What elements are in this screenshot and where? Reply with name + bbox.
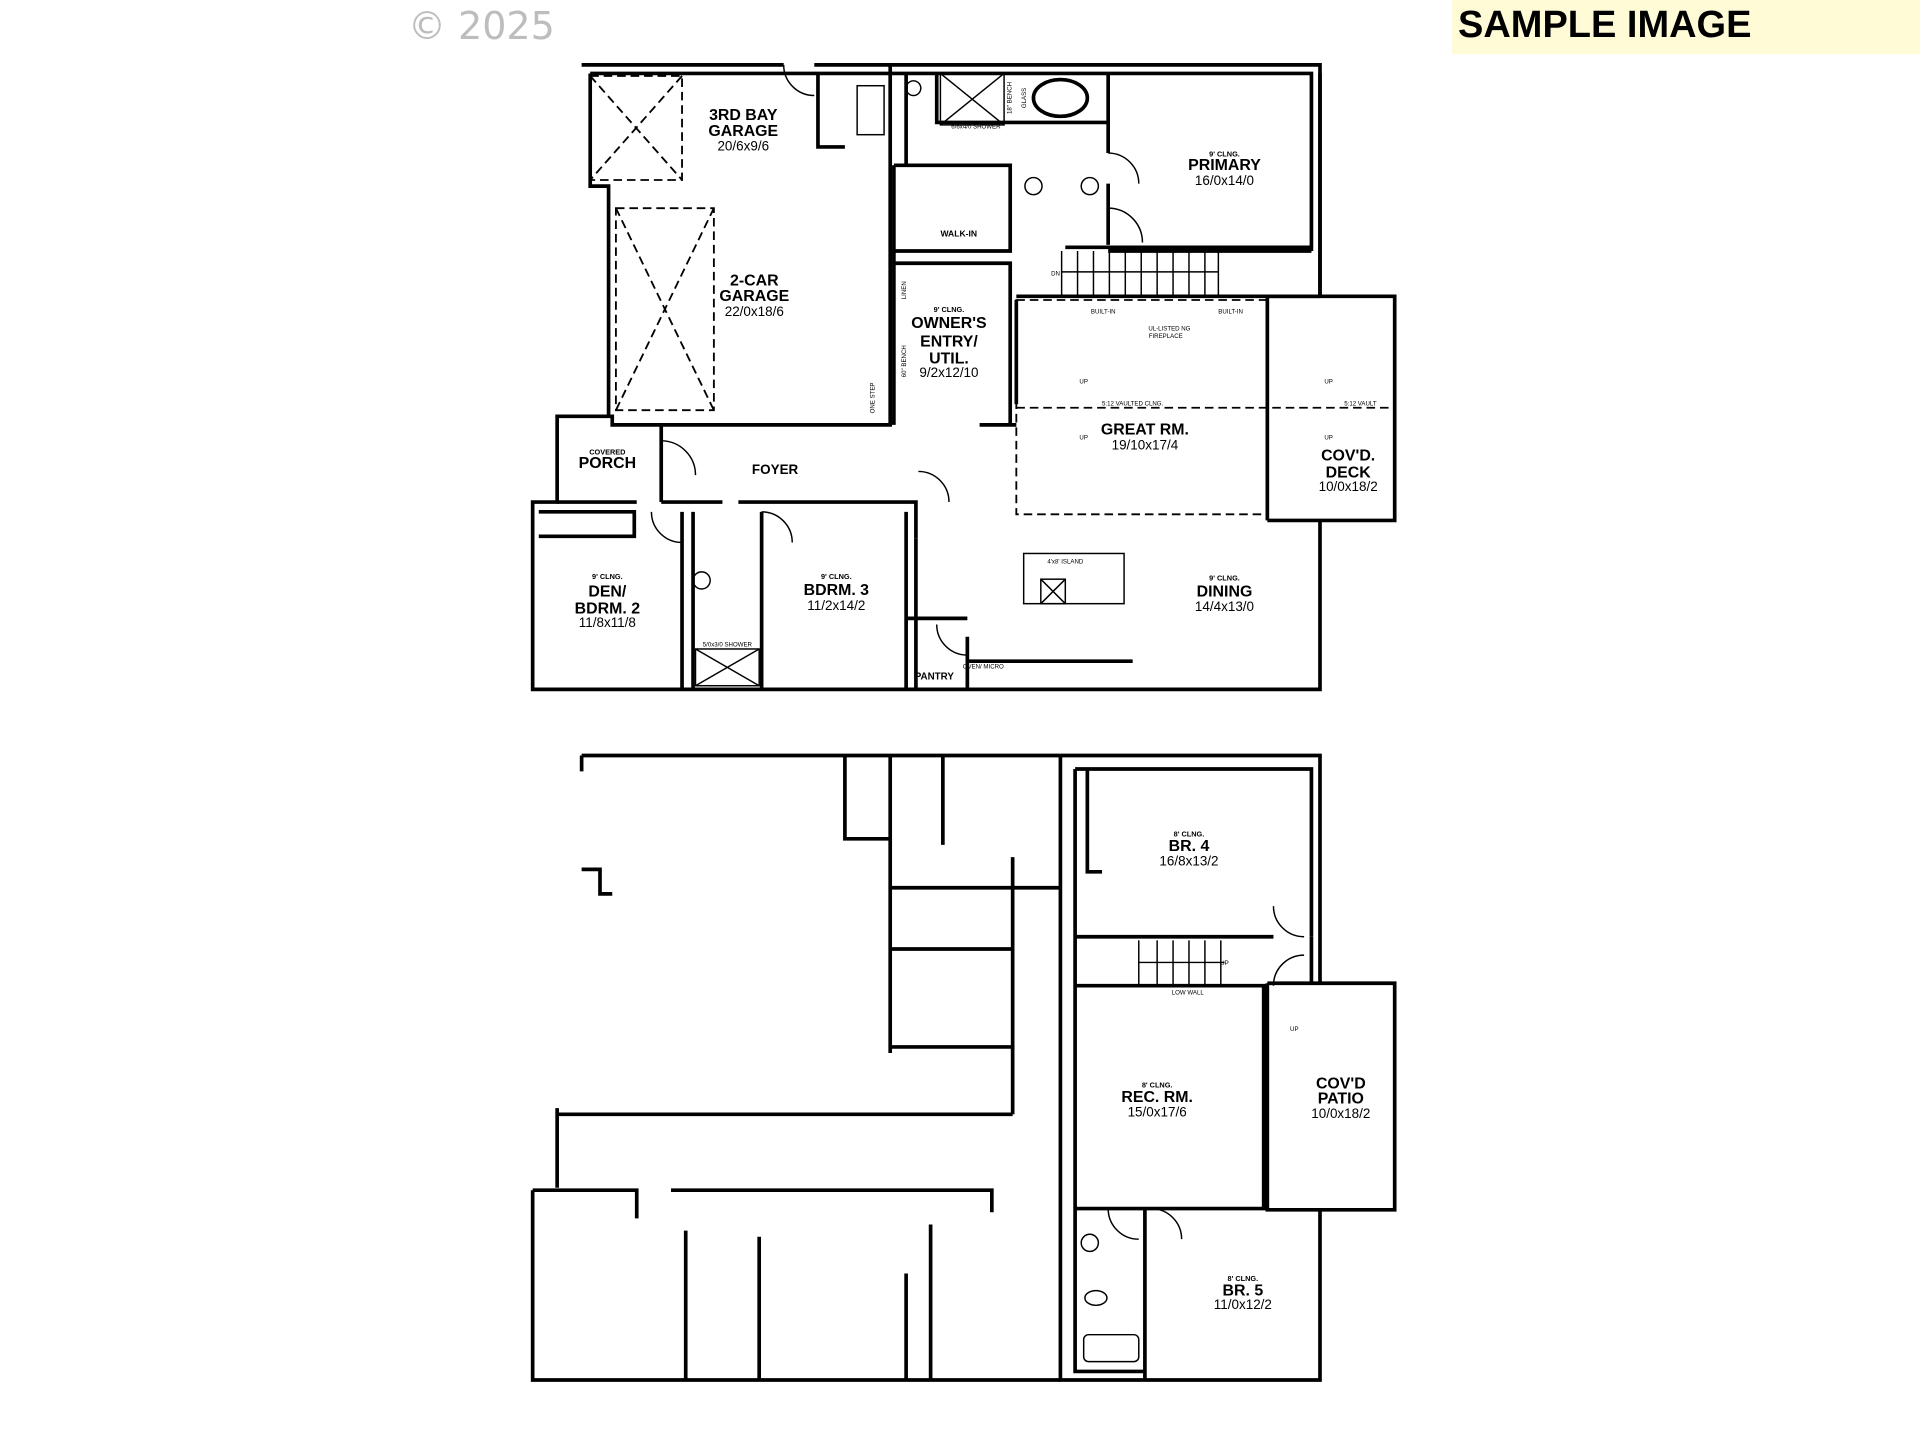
room-label: 8' CLNG. [1228,1274,1259,1283]
room-label: LOW WALL [1172,989,1205,996]
room-label: OWNER'S [911,315,986,332]
room-label: 20/6x9/6 [717,139,769,154]
room-label: 6/6x4/0 SHOWER [951,124,1001,131]
room-label: 14/4x13/0 [1195,599,1254,614]
room-label: 11/8x11/8 [579,615,636,630]
room-label: REC. RM. [1121,1089,1193,1106]
room-label: BUILT-IN [1218,308,1243,315]
lower-floor-labels: 8' CLNG. BR. 4 16/8x13/2 8' CLNG. REC. R… [1121,829,1370,1312]
main-floor-labels: 3RD BAY GARAGE 20/6x9/6 2-CAR GARAGE 22/… [575,82,1378,683]
room-label: GLASS [1021,88,1028,108]
room-label: 18" BENCH [1006,82,1013,114]
room-label: 60" BENCH [901,345,908,377]
room-label: 16/0x14/0 [1195,173,1254,188]
room-label: UP [1324,378,1333,385]
room-label: 3RD BAY [709,107,778,124]
room-label: 8' CLNG. [1174,829,1205,838]
lower-floor-walls [1058,753,1397,1382]
room-label: BR. 4 [1169,838,1210,855]
room-label: WALK-IN [940,228,977,238]
room-label: GARAGE [708,123,778,140]
room-label: PATIO [1318,1090,1364,1107]
main-floor-details [589,64,1395,687]
room-label: 9' CLNG. [1209,150,1240,159]
room-label: UP [1290,1026,1298,1033]
room-label: PANTRY [915,672,955,683]
room-label: UP [1079,378,1088,385]
room-label: ENTRY/ [920,334,978,351]
room-label: DINING [1197,583,1253,600]
room-label: 5/0x3/0 SHOWER [703,642,753,649]
room-label: UP [1079,435,1088,442]
room-label: 11/2x14/2 [807,598,865,613]
room-label: UP [1220,960,1229,967]
room-label: GARAGE [719,288,789,305]
room-label: 9' CLNG. [1209,573,1240,582]
lower-floor-details [1074,906,1305,1363]
room-label: PRIMARY [1188,157,1261,174]
room-label: COV'D [1316,1076,1366,1093]
room-label: BDRM. 3 [804,582,870,599]
room-label: 19/10x17/4 [1112,437,1179,452]
room-label: 10/0x18/2 [1319,479,1378,494]
unfinished-area-walls [530,753,1061,1382]
room-label: BR. 5 [1223,1283,1264,1300]
room-label: 10/0x18/2 [1311,1106,1370,1121]
room-label: UTIL. [929,351,969,368]
room-label: PORCH [579,455,636,472]
room-label: BUILT-IN [1091,308,1116,315]
room-label: DN [1051,271,1060,278]
room-label: 15/0x17/6 [1128,1105,1187,1120]
room-label: COVERED [589,447,625,456]
room-label: GREAT RM. [1101,422,1189,439]
room-label: FIREPLACE [1149,333,1183,340]
room-label: ONE STEP [869,383,876,414]
room-label: 22/0x18/6 [725,304,784,319]
room-label: OVEN/ MICRO [963,664,1004,671]
room-label: 5:12 VAULTED CLNG. [1102,400,1164,407]
room-label: FOYER [752,462,799,477]
room-label: 2-CAR [730,272,779,289]
room-label: 8' CLNG. [1142,1080,1173,1089]
room-label: 5:12 VAULT [1344,400,1377,407]
room-label: 9/2x12/10 [919,365,978,380]
room-label: UP [1324,435,1333,442]
room-label: 11/0x12/2 [1214,1297,1272,1312]
copyright-notice: © 2025 [408,4,555,48]
room-label: 16/8x13/2 [1159,854,1218,869]
room-label: LINEN [901,281,908,299]
sample-image-label: SAMPLE IMAGE [1458,4,1752,46]
room-label: DECK [1326,465,1372,482]
room-label: DEN/ [588,583,627,600]
room-label: BDRM. 2 [575,600,641,617]
room-label: UL-LISTED NG [1148,326,1190,333]
room-label: COV'D. [1321,447,1375,464]
room-label: 9' CLNG. [934,305,965,314]
room-label: 9' CLNG. [821,572,852,581]
room-label: 4'x8' ISLAND [1047,558,1084,565]
sample-image-banner: SAMPLE IMAGE [1452,0,1920,54]
room-label: 9' CLNG. [592,572,623,581]
